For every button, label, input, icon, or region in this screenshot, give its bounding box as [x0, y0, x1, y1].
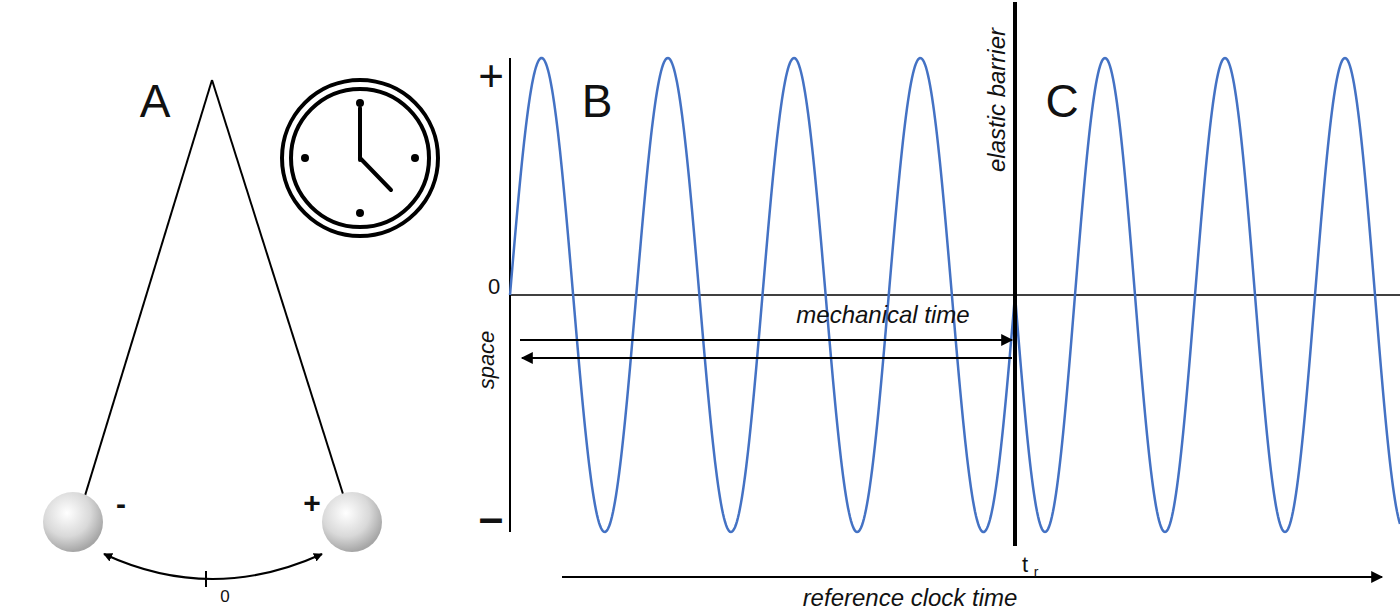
pendulum [43, 80, 382, 587]
axis-sign: + [478, 54, 504, 98]
panel-letter: B [582, 78, 613, 124]
time-arrow [522, 357, 1012, 359]
axis-label: reference clock time [803, 586, 1018, 610]
pendulum-bob [43, 492, 103, 552]
elastic-barrier-line [1013, 2, 1017, 546]
clock-time-arrow [562, 576, 1382, 578]
sine-wave [1015, 58, 1400, 532]
panel-letter: A [140, 78, 171, 124]
plot-axes [510, 58, 1400, 532]
sine-wave [510, 58, 1400, 532]
axis-sign: – [479, 496, 503, 540]
sine-wave [510, 58, 1015, 532]
axis-label: space [476, 331, 498, 390]
axis-zero: 0 [488, 276, 500, 298]
time-mark: t [1022, 554, 1028, 576]
barrier-label: elastic barrier [985, 28, 1009, 172]
axis-label: mechanical time [796, 303, 969, 327]
sign-label: + [303, 488, 321, 518]
panel-letter: C [1045, 78, 1078, 124]
clock-icon [282, 80, 438, 236]
pendulum-bob [322, 492, 382, 552]
sign-label: - [116, 489, 126, 519]
zero-label: 0 [220, 588, 229, 605]
zero-tick [205, 571, 207, 587]
time-mark-subscript: r [1034, 565, 1039, 579]
time-arrow [520, 339, 1012, 341]
swing-arc [104, 554, 322, 579]
